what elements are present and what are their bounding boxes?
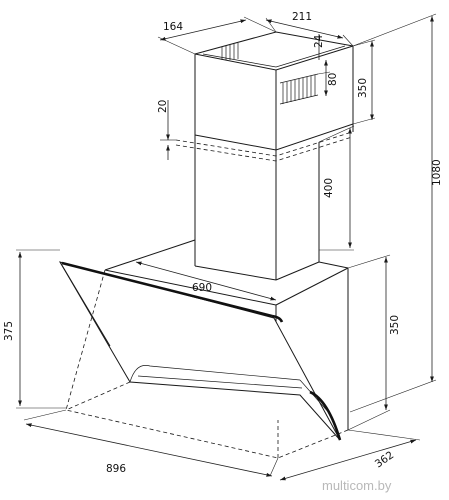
- dimension-211: 211: [265, 11, 354, 47]
- hood-body: [104, 239, 349, 430]
- dimension-375-label: 375: [3, 321, 15, 341]
- dimension-400: 400: [318, 125, 355, 251]
- dimension-20: 20: [157, 100, 176, 160]
- dimension-690-label: 690: [192, 282, 212, 294]
- watermark: multicom.by: [322, 478, 392, 493]
- dimension-24-label: 24: [313, 34, 325, 48]
- dimension-1080-label: 1080: [431, 159, 443, 186]
- dimension-80: 80: [324, 59, 339, 96]
- dimension-164-label: 164: [163, 21, 183, 33]
- dimension-690: 690: [135, 261, 277, 301]
- dimension-375: 375: [3, 249, 66, 409]
- dimension-350-upper-label: 350: [357, 78, 369, 98]
- dimension-24: 24: [313, 34, 331, 75]
- dimension-350-hood: 350: [347, 254, 401, 431]
- dimension-1080: 1080: [349, 13, 443, 413]
- dimension-350-upper: 350: [352, 39, 376, 125]
- dimension-350-hood-label: 350: [389, 315, 401, 335]
- dimension-362-label: 362: [373, 449, 396, 470]
- hidden-base-outline: [65, 269, 349, 459]
- upper-chimney-vent-slots: [221, 43, 319, 105]
- dimension-400-label: 400: [323, 178, 335, 198]
- lower-chimney: [175, 123, 354, 281]
- dimension-20-label: 20: [157, 100, 169, 113]
- dimension-362: 362: [279, 429, 421, 481]
- dimension-896: 896: [23, 409, 279, 477]
- dimension-211-label: 211: [292, 11, 312, 23]
- dimension-896-label: 896: [106, 463, 126, 475]
- dimension-80-label: 80: [327, 73, 339, 86]
